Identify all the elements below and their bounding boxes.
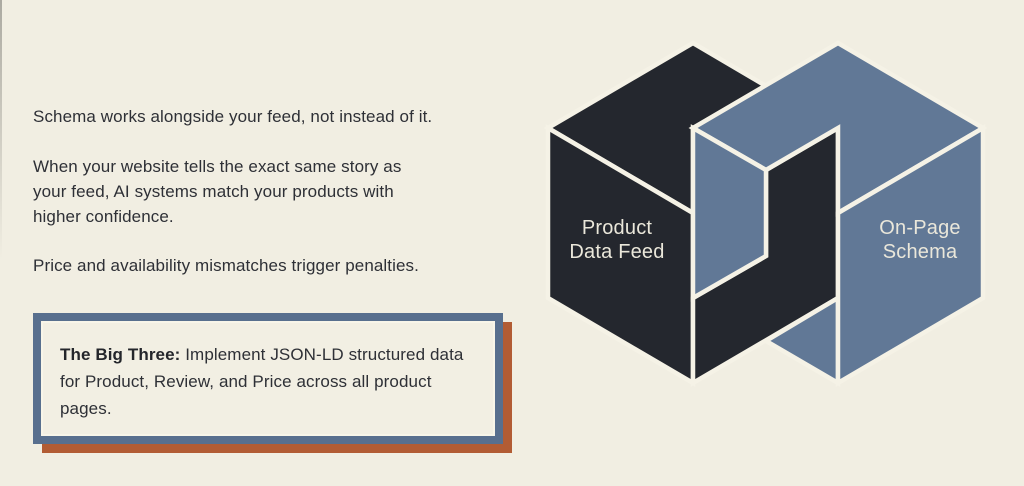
right-cube-front-face	[835, 124, 986, 387]
left-cube-label: Product Data Feed	[569, 217, 665, 263]
callout-text: The Big Three: Implement JSON-LD structu…	[41, 321, 495, 422]
callout-box: The Big Three: Implement JSON-LD structu…	[33, 313, 503, 444]
callout-body: Implement JSON-LD structured data for Pr…	[60, 345, 464, 418]
explanation-paragraph: When your website tells the exact same s…	[33, 157, 402, 226]
intro-paragraph: Schema works alongside your feed, not in…	[33, 107, 433, 126]
penalty-paragraph: Price and availability mismatches trigge…	[33, 256, 419, 275]
callout-lead: The Big Three:	[60, 345, 186, 364]
right-cube-label: On-Page Schema	[879, 217, 961, 263]
right-cube-left-strip	[690, 124, 769, 302]
screen-edge-artifact	[0, 0, 2, 260]
